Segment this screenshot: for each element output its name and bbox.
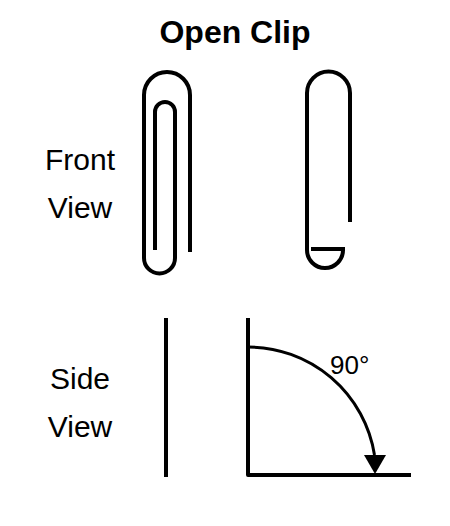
angle-label: 90° [330, 350, 369, 381]
open-paperclip [307, 72, 350, 269]
closed-side-line [164, 318, 168, 477]
closed-paperclip [144, 72, 190, 274]
view-label: Side View [25, 355, 135, 451]
open-side-angle [248, 318, 411, 475]
diagram-title: Open Clip [20, 14, 450, 51]
view-label: Front View [25, 136, 135, 232]
rotation-arc [248, 347, 375, 455]
rotation-arrowhead [364, 455, 386, 474]
